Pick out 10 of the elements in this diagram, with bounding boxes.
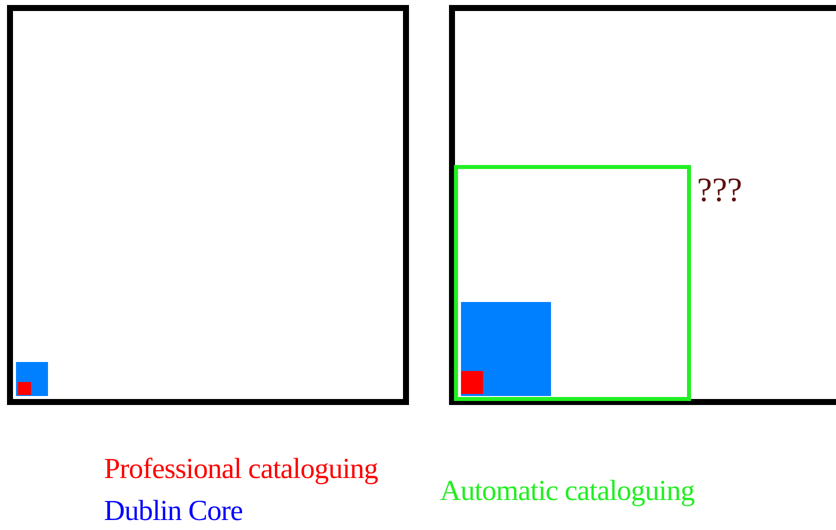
small-square <box>461 371 483 394</box>
small-square <box>18 382 31 395</box>
question-marks: ??? <box>697 174 742 208</box>
legend-text: Dublin Core <box>104 496 243 528</box>
inner-square <box>16 362 48 396</box>
inner-square <box>461 302 551 396</box>
legend-text: Professional cataloguing <box>104 454 378 486</box>
outer-square <box>7 5 409 405</box>
outer-square <box>449 5 836 405</box>
legend-text: Automatic cataloguing <box>440 476 694 508</box>
